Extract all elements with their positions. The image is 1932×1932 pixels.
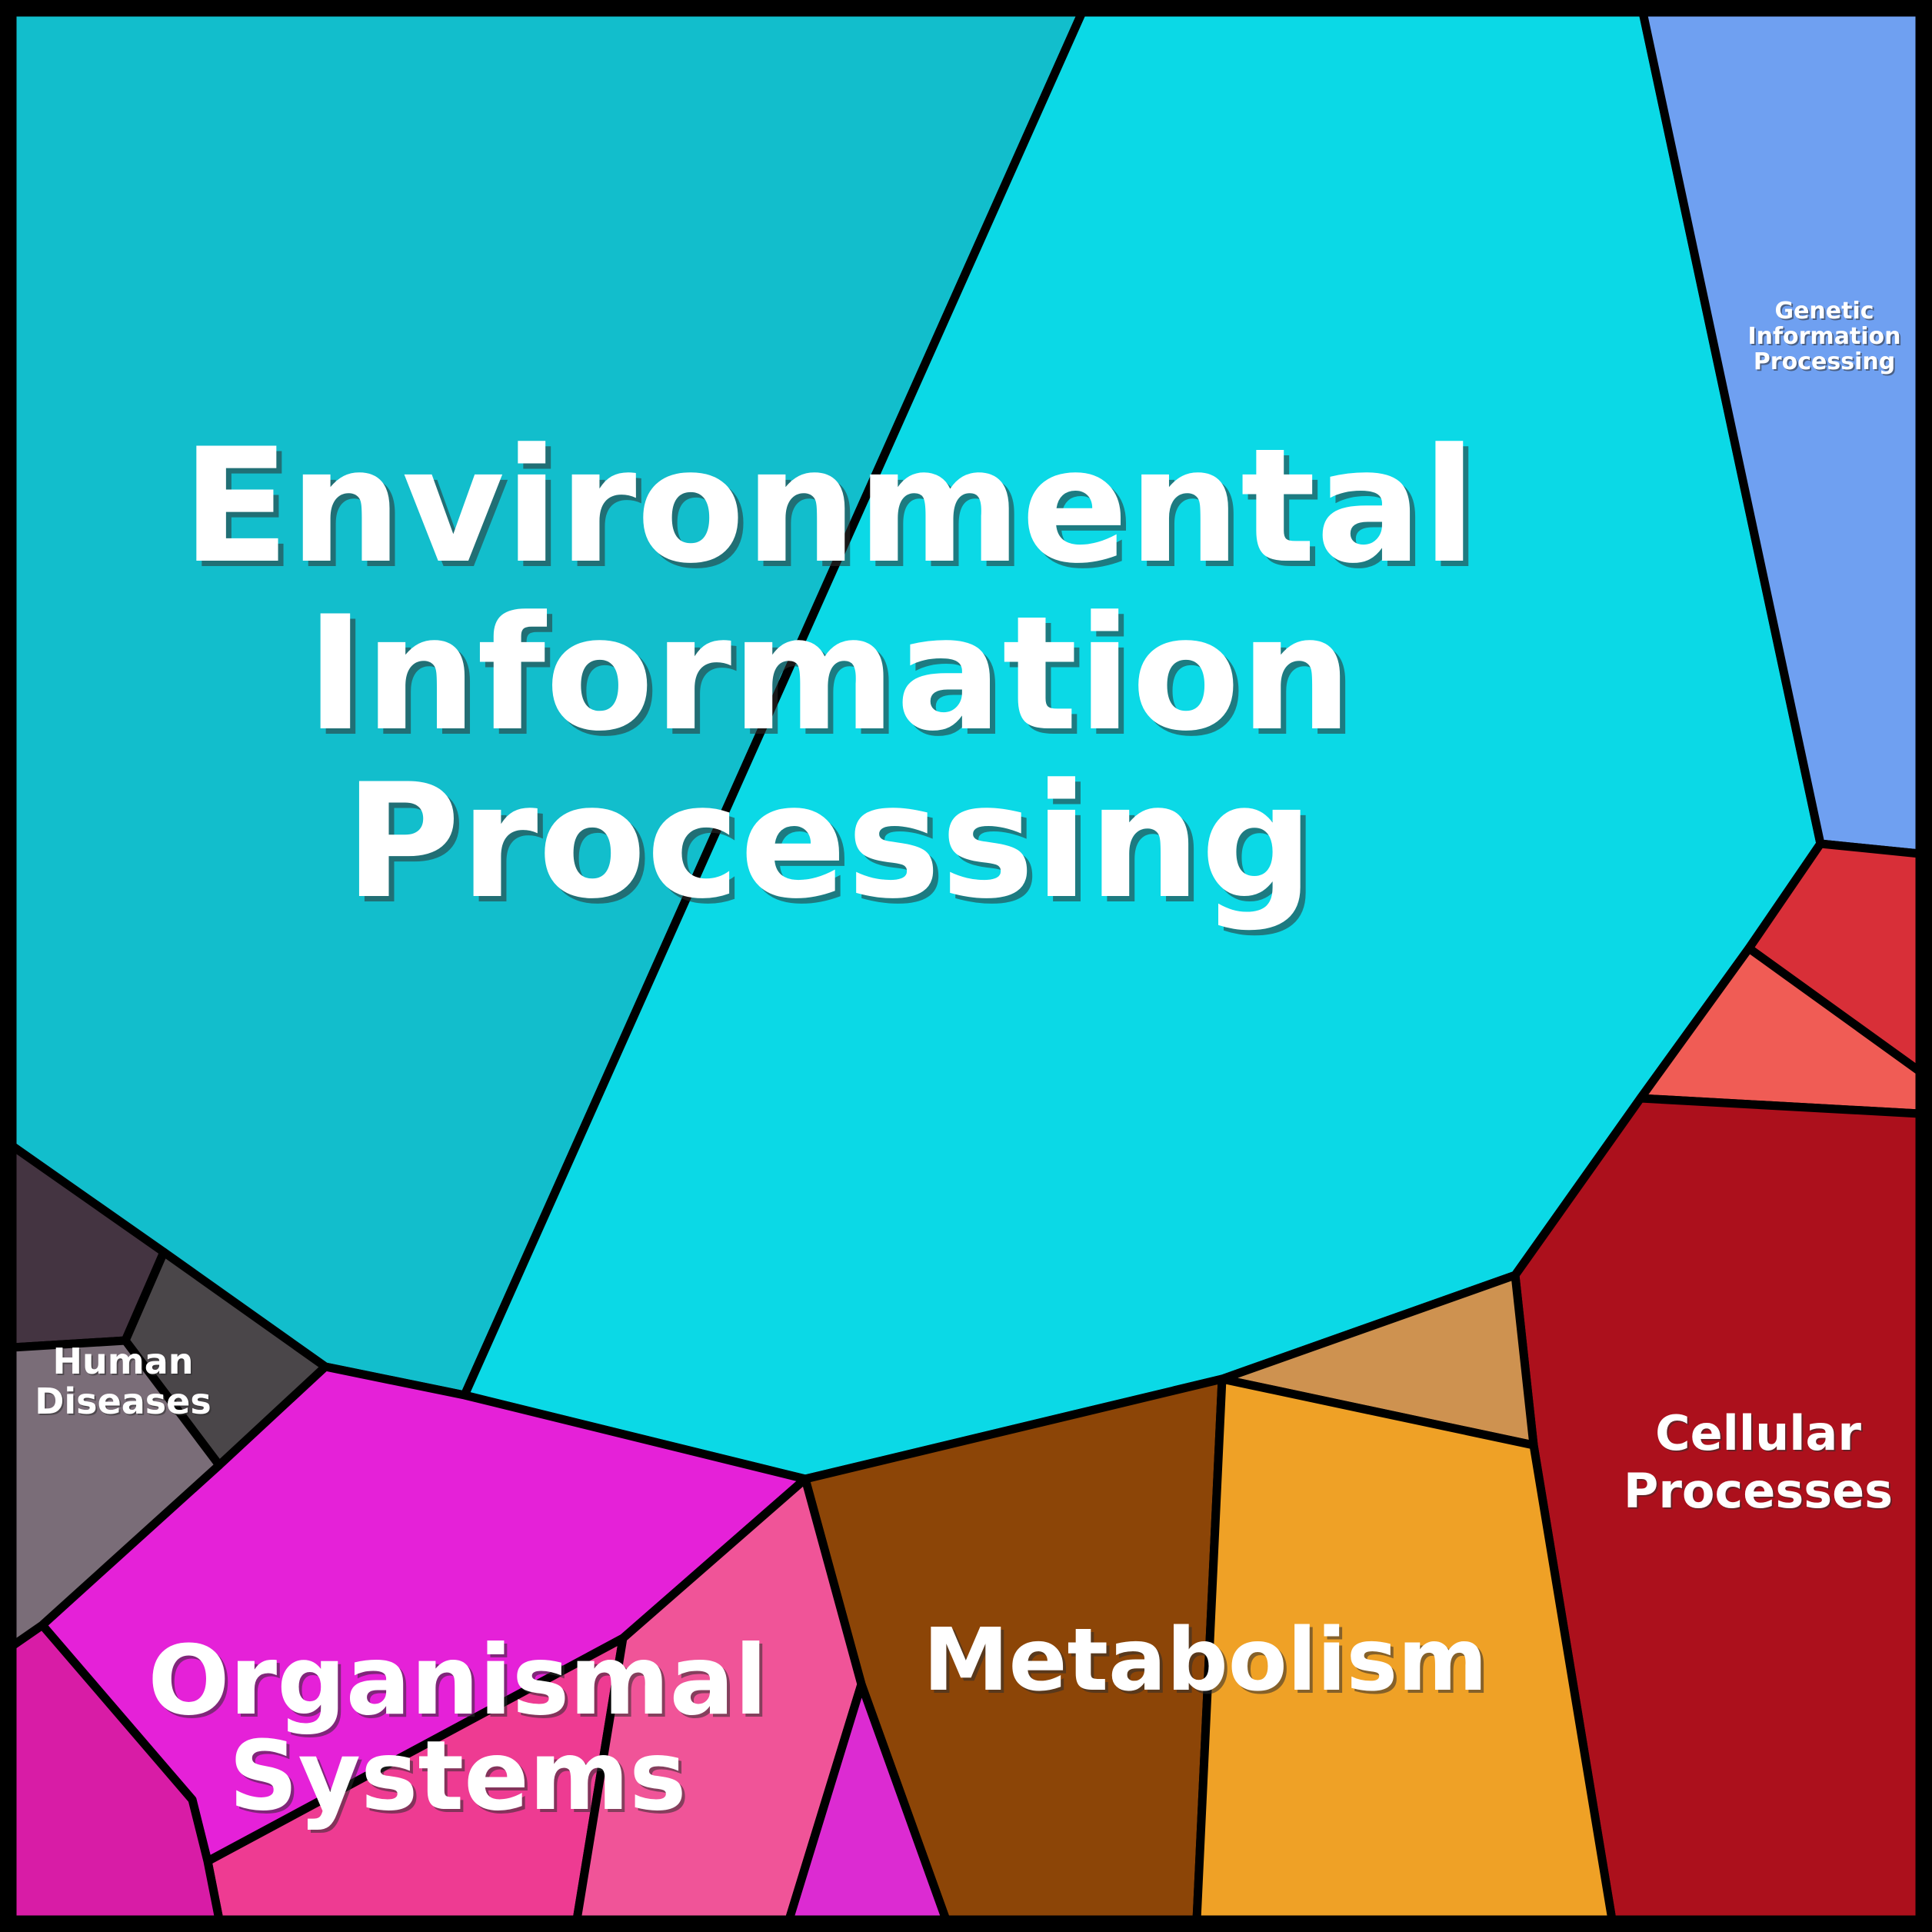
group-human-diseases <box>8 1141 330 1651</box>
label-metabolism-shadow: Metabolism <box>926 1614 1491 1714</box>
group-metabolism <box>801 1271 1617 1924</box>
label-metabolism: Metabolism <box>923 1611 1487 1710</box>
group-organismal-systems <box>8 1362 951 1924</box>
